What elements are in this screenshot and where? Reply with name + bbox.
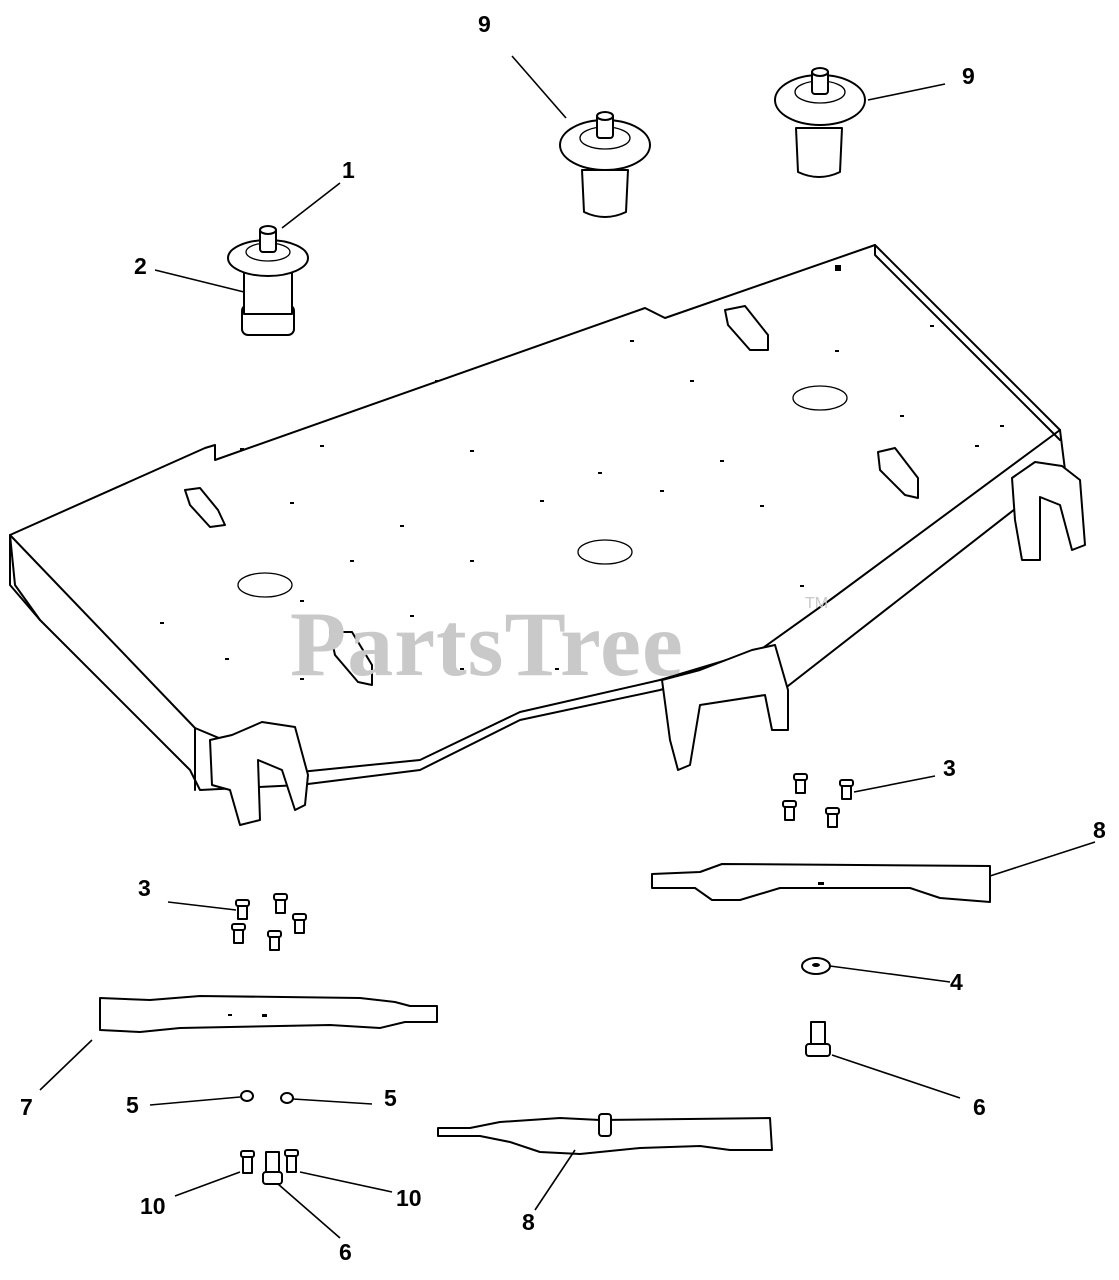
blade-bolt-right <box>805 1021 831 1057</box>
blade-bottom <box>437 1113 773 1155</box>
callout-5-right: 5 <box>384 1085 397 1111</box>
callout-8-upper: 8 <box>1093 817 1106 843</box>
callout-10-left: 10 <box>140 1193 166 1219</box>
watermark: PartsTree TM <box>290 593 828 695</box>
nut-left <box>240 1090 254 1102</box>
callout-3-right: 3 <box>943 755 956 781</box>
callout-9-right: 9 <box>962 63 975 89</box>
spindle-assembly-center <box>559 111 651 218</box>
callout-7: 7 <box>20 1094 33 1120</box>
blade-left <box>99 995 438 1033</box>
callout-labels: 1 2 9 9 3 3 8 8 4 6 6 7 5 5 10 10 <box>20 11 1106 1265</box>
spindle-assembly-left <box>227 225 309 336</box>
callout-1: 1 <box>342 157 355 183</box>
callout-3-left: 3 <box>138 875 151 901</box>
watermark-text: PartsTree <box>290 593 684 695</box>
nut-right <box>280 1092 294 1104</box>
blade-upper-right <box>651 863 991 903</box>
bolt-group-left <box>231 893 307 951</box>
callout-8-lower: 8 <box>522 1209 535 1235</box>
bolt-set-bottom <box>240 1149 299 1185</box>
callout-leaders <box>39 55 1096 1239</box>
bolt-group-right <box>782 773 854 828</box>
deck-hardware-marks <box>160 265 1004 680</box>
mower-deck <box>9 244 1086 826</box>
callout-2: 2 <box>134 253 147 279</box>
spindle-assembly-right <box>774 67 866 178</box>
watermark-tm: TM <box>805 595 828 612</box>
callout-6-right: 6 <box>973 1094 986 1120</box>
callout-4: 4 <box>950 969 963 995</box>
callout-6-bottom: 6 <box>339 1239 352 1265</box>
callout-9-center: 9 <box>478 11 491 37</box>
callout-5-left: 5 <box>126 1092 139 1118</box>
callout-10-right: 10 <box>396 1185 422 1211</box>
washer <box>801 957 831 975</box>
